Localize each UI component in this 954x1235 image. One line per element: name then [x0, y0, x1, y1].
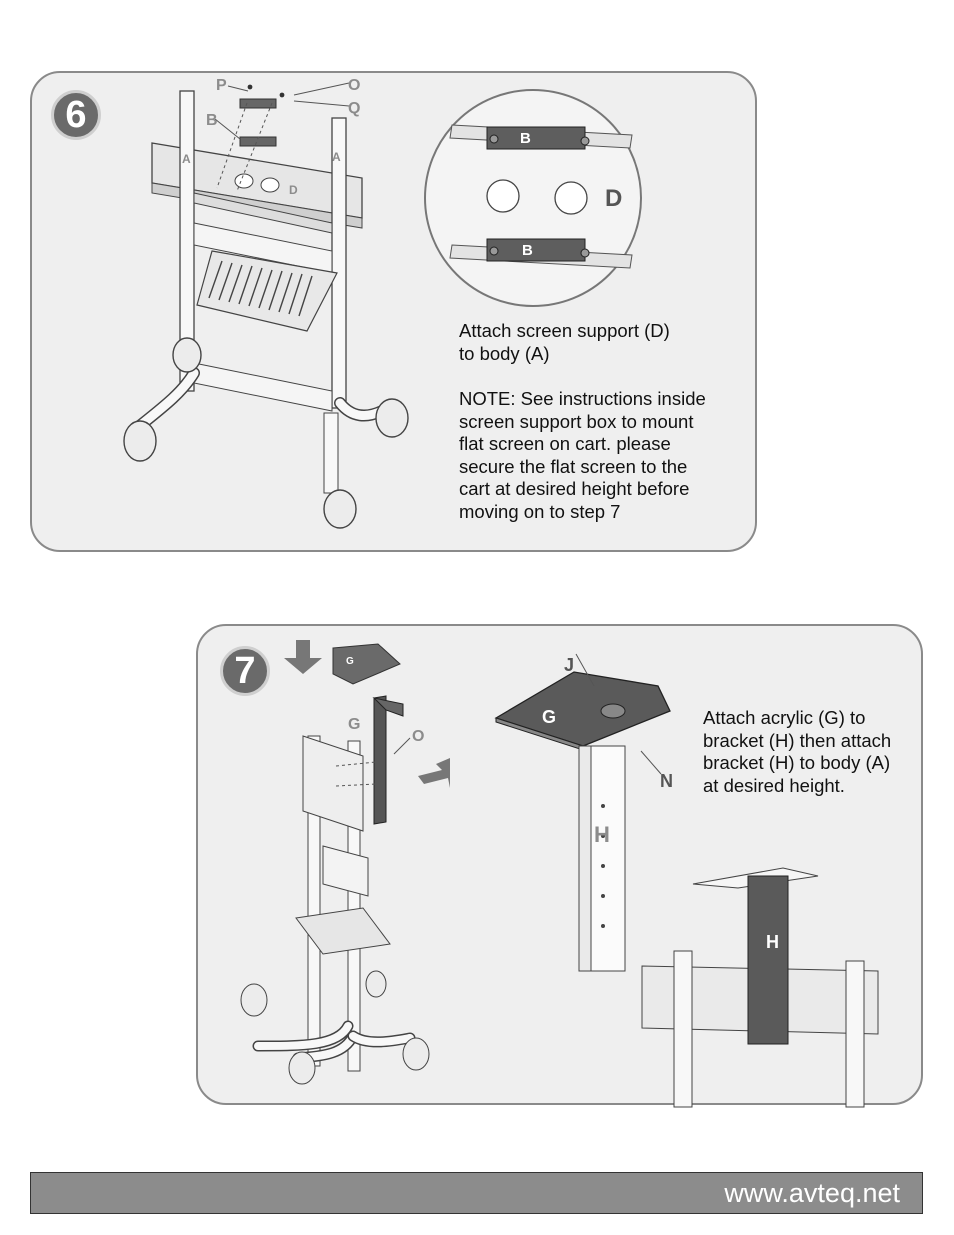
label-a-right: A — [332, 150, 341, 164]
label-a-left: A — [182, 152, 191, 166]
label-q: Q — [348, 100, 360, 117]
label-g-small: G — [346, 656, 354, 667]
step-7-instruction: Attach acrylic (G) to bracket (H) then a… — [703, 707, 892, 796]
step-number-badge: 7 — [220, 646, 270, 696]
label-n: N — [660, 771, 673, 791]
label-j: J — [564, 655, 574, 675]
footer-bar: www.avteq.net — [30, 1172, 923, 1214]
detail-label-b-bottom: B — [522, 242, 533, 259]
label-g-large: G — [542, 707, 556, 727]
cart-assembly-illustration: P O Q B A A D B B D — [123, 77, 642, 529]
label-o: O — [412, 728, 424, 745]
step-number-badge: 6 — [51, 90, 101, 140]
label-h: H — [594, 822, 610, 847]
detail-zoom-circle: B B D — [424, 89, 642, 307]
label-d-small: D — [289, 183, 298, 197]
step-6-panel: 6 — [30, 71, 757, 552]
step-6-instruction: Attach screen support (D) to body (A) — [459, 320, 670, 364]
label-b: B — [206, 112, 218, 129]
step-6-note: NOTE: See instructions inside screen sup… — [459, 388, 706, 522]
label-h-mounted: H — [766, 932, 779, 952]
label-p: P — [216, 77, 227, 94]
label-g: G — [348, 716, 360, 733]
step-7-panel: 7 G G O — [196, 624, 923, 1108]
detail-label-d: D — [605, 185, 622, 212]
label-o: O — [348, 77, 360, 94]
acrylic-bracket-illustration: G G O J G N — [240, 640, 879, 1108]
website-url: www.avteq.net — [724, 1178, 900, 1208]
detail-label-b-top: B — [520, 130, 531, 147]
